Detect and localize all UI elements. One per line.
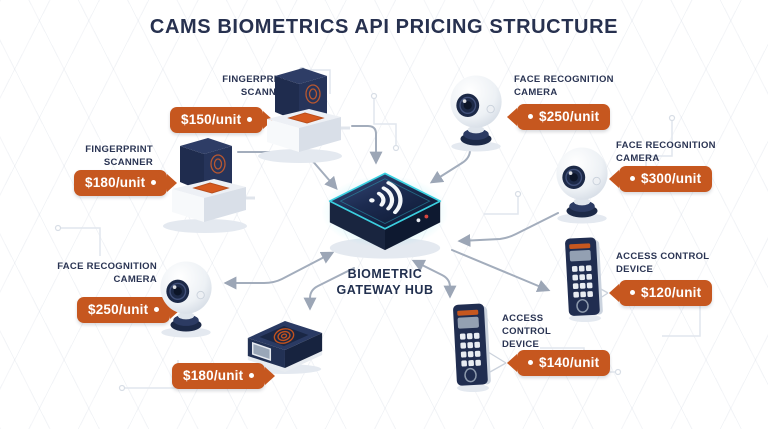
tag-dot bbox=[630, 176, 635, 181]
price-text: $120/unit bbox=[641, 285, 702, 300]
tag-dot bbox=[630, 290, 635, 295]
price-text: $180/unit bbox=[85, 175, 146, 190]
link-hub-to-access2 bbox=[451, 249, 551, 292]
link-hub-to-flat bbox=[303, 267, 355, 311]
fingerprint-scanner-2-label: FINGERPRINT SCANNER bbox=[85, 144, 153, 168]
face-camera-2-label: FACE RECOGNITION CAMERA bbox=[616, 140, 716, 164]
access-control-1-illustration bbox=[450, 300, 496, 392]
biometric-gateway-hub-illustration bbox=[316, 150, 454, 265]
flat-fingerprint-scanner-price-tag: $180/unit bbox=[172, 363, 276, 389]
tag-dot bbox=[528, 360, 533, 365]
face-camera-3-label: FACE RECOGNITION CAMERA bbox=[57, 261, 157, 285]
face-camera-2-price-tag: $300/unit bbox=[608, 166, 713, 192]
access-control-1-price-tag: $140/unit bbox=[506, 350, 611, 376]
face-camera-2-illustration bbox=[550, 140, 614, 224]
face-camera-3-illustration bbox=[154, 254, 218, 338]
access-control-1-label: ACCESS CONTROL DEVICE bbox=[502, 313, 552, 350]
tag-dot bbox=[528, 114, 533, 119]
face-camera-1-label: FACE RECOGNITION CAMERA bbox=[514, 74, 614, 98]
face-camera-3-price-tag: $250/unit bbox=[77, 297, 181, 323]
link-hub-camera3 bbox=[223, 251, 335, 290]
access-control-2-label: ACCESS CONTROL DEVICE bbox=[616, 251, 710, 275]
hub-label: BIOMETRIC GATEWAY HUB bbox=[336, 267, 434, 298]
price-text: $250/unit bbox=[88, 302, 149, 317]
face-camera-1-price-tag: $250/unit bbox=[506, 104, 611, 130]
price-text: $180/unit bbox=[183, 368, 244, 383]
fingerprint-scanner-2-price-tag: $180/unit bbox=[74, 170, 178, 196]
access-control-2-price-tag: $120/unit bbox=[608, 280, 713, 306]
tag-dot bbox=[154, 307, 160, 312]
price-text: $150/unit bbox=[181, 112, 242, 127]
fingerprint-scanner-2-illustration bbox=[150, 134, 255, 234]
fingerprint-scanner-1-illustration bbox=[245, 64, 350, 164]
link-hub-access1 bbox=[411, 259, 457, 299]
price-text: $300/unit bbox=[641, 171, 702, 186]
access-control-2-illustration bbox=[562, 234, 608, 322]
price-text: $250/unit bbox=[539, 109, 600, 124]
page-title: CAMS BIOMETRICS API PRICING STRUCTURE bbox=[149, 16, 619, 38]
wifi-icon bbox=[321, 173, 448, 258]
tag-dot bbox=[151, 180, 157, 185]
link-scanner1-to-hub bbox=[351, 125, 383, 165]
price-text: $140/unit bbox=[539, 355, 600, 370]
tag-dot bbox=[247, 117, 253, 122]
fingerprint-scanner-1-label: FINGERPRINT SCANNER bbox=[222, 74, 290, 98]
tag-dot bbox=[249, 373, 255, 378]
face-camera-1-illustration bbox=[444, 68, 508, 152]
link-camera2-to-hub bbox=[457, 212, 559, 247]
